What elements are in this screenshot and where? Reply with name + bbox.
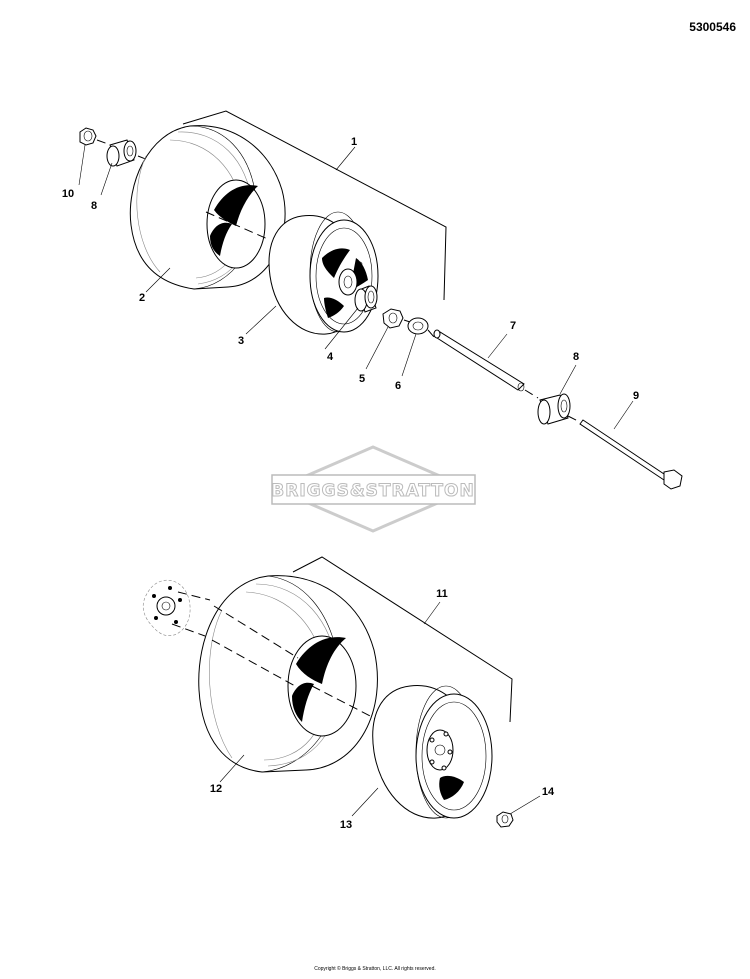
callout-8-lower: 8 [573, 351, 579, 363]
leader-lines-upper [78, 144, 634, 430]
copyright-notice: Copyright © Briggs & Stratton, LLC. All … [314, 966, 436, 972]
part-13-rim-lower [372, 685, 493, 819]
briggs-stratton-watermark-logo: BRIGGS&STRATTON [271, 445, 476, 533]
svg-text:BRIGGS&STRATTON: BRIGGS&STRATTON [271, 481, 474, 501]
part-number: 5300546 [689, 20, 736, 34]
callout-8-upper: 8 [91, 200, 97, 212]
part-4-bearing [354, 285, 378, 313]
callout-10: 10 [62, 188, 74, 200]
callout-13: 13 [340, 819, 352, 831]
callout-9: 9 [633, 390, 639, 402]
callout-5: 5 [359, 373, 365, 385]
part-8-spacer-upper [106, 139, 149, 167]
bracket-assembly-11 [292, 556, 513, 723]
part-12-tire-lower [198, 575, 379, 773]
callout-4: 4 [327, 351, 334, 363]
callout-12: 12 [210, 783, 222, 795]
callout-1: 1 [351, 136, 357, 148]
callout-3: 3 [238, 335, 244, 347]
part-7-axle-tube [427, 329, 539, 399]
callout-labels: 1 2 3 4 5 6 7 8 8 9 10 11 12 13 14 [62, 136, 639, 831]
part-10-nut [79, 127, 109, 146]
part-9-bolt [579, 419, 683, 490]
part-14-lug-nut [496, 811, 514, 828]
callout-2: 2 [139, 292, 145, 304]
part-6-washer [407, 317, 429, 335]
bracket-assembly-1 [182, 110, 447, 301]
callout-14: 14 [542, 786, 555, 798]
callout-6: 6 [395, 380, 401, 392]
callout-11: 11 [436, 588, 448, 600]
part-2-tire-upper [129, 125, 286, 290]
part-5-bearing-cup [382, 308, 411, 329]
leader-lines-lower [219, 601, 541, 817]
hub-reference [142, 580, 211, 637]
part-3-rim-upper [268, 211, 379, 335]
callout-7: 7 [510, 320, 516, 332]
part-8-spacer-lower [537, 393, 581, 425]
